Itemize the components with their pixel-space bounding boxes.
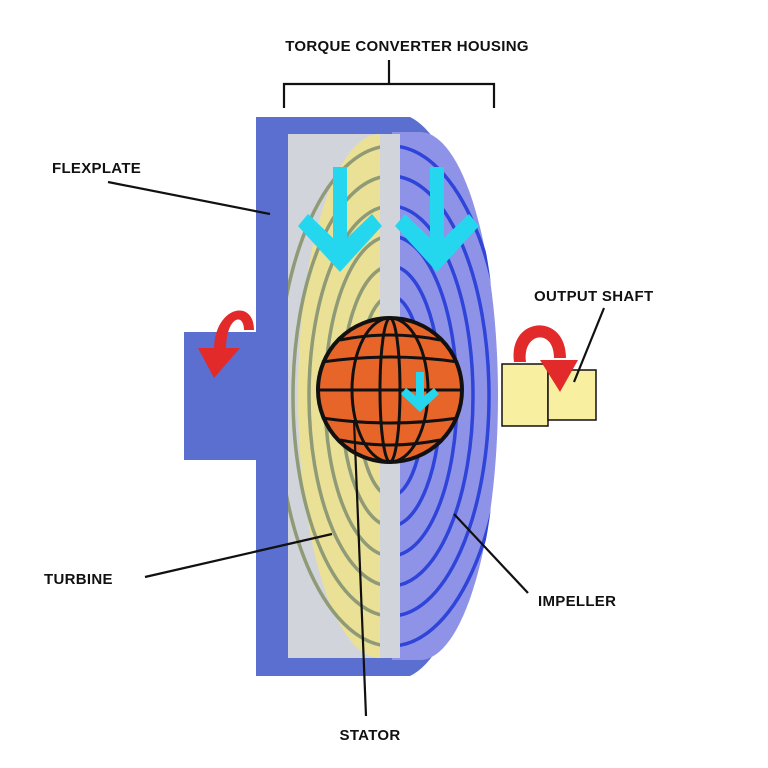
curved-rotation-arrow-icon xyxy=(198,310,254,378)
leader-stator xyxy=(352,419,368,717)
label-turbine: TURBINE xyxy=(44,571,113,588)
housing-bracket xyxy=(282,60,496,108)
leader-turbine xyxy=(144,532,333,579)
label-impeller: IMPELLER xyxy=(538,593,616,610)
label-stator: STATOR xyxy=(340,727,401,744)
down-arrow-icon xyxy=(401,372,439,412)
leader-output-shaft xyxy=(572,307,606,383)
output-shaft-outer xyxy=(501,363,549,427)
label-output-shaft: OUTPUT SHAFT xyxy=(534,288,653,305)
leader-flexplate xyxy=(107,180,271,216)
stator xyxy=(316,316,464,464)
label-flexplate: FLEXPLATE xyxy=(52,160,141,177)
leader-impeller xyxy=(453,513,529,594)
label-housing: TORQUE CONVERTER HOUSING xyxy=(285,38,529,55)
down-arrow-icon xyxy=(298,167,382,272)
curved-rotation-arrow-icon xyxy=(513,325,578,392)
down-arrow-icon xyxy=(395,167,479,272)
